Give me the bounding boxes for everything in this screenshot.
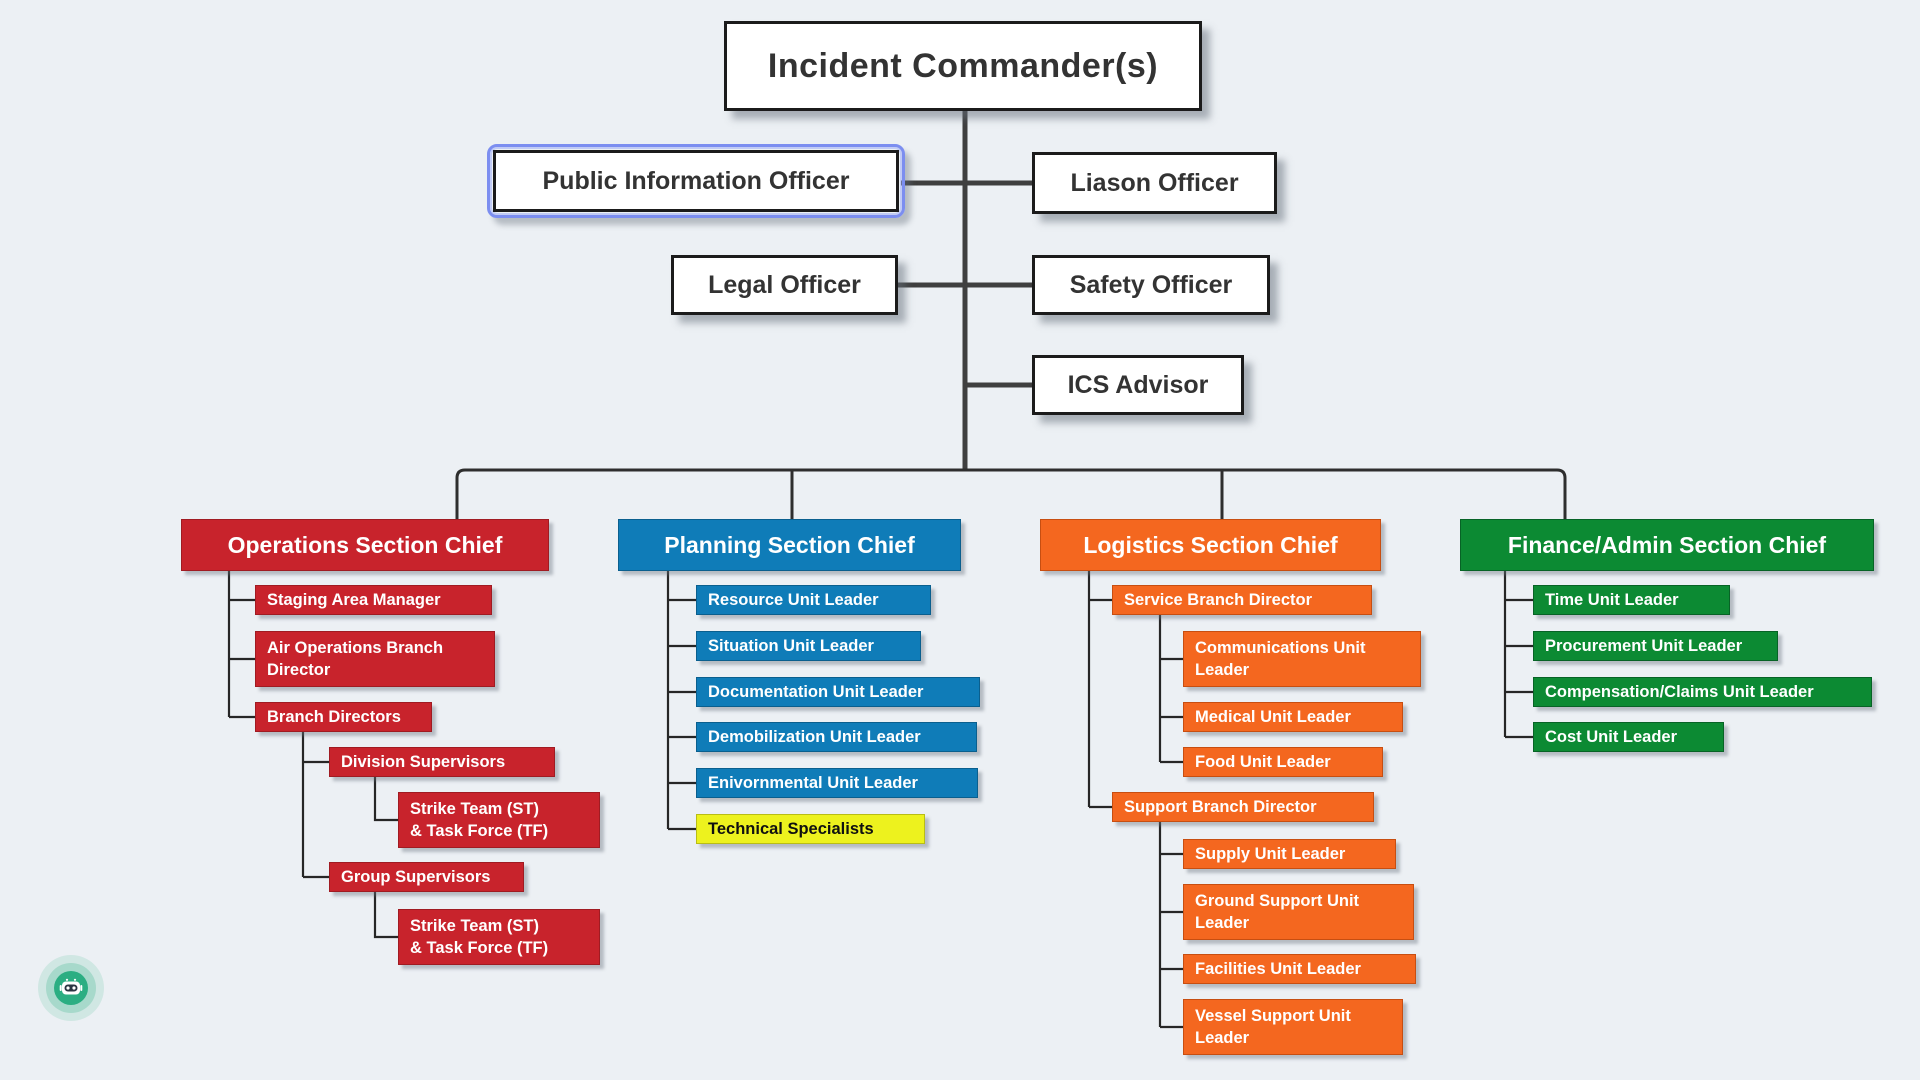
- node-group-supervisors[interactable]: Group Supervisors: [329, 862, 524, 892]
- node-documentation-unit-leader[interactable]: Documentation Unit Leader: [696, 677, 980, 707]
- node-medical-unit-leader[interactable]: Medical Unit Leader: [1183, 702, 1403, 732]
- node-ics-advisor[interactable]: ICS Advisor: [1032, 355, 1244, 415]
- node-demobilization-unit-leader[interactable]: Demobilization Unit Leader: [696, 722, 977, 752]
- node-service-branch-director[interactable]: Service Branch Director: [1112, 585, 1372, 615]
- node-staging-area-manager[interactable]: Staging Area Manager: [255, 585, 492, 615]
- node-compensation-claims-unit-leader[interactable]: Compensation/Claims Unit Leader: [1533, 677, 1872, 707]
- node-food-unit-leader[interactable]: Food Unit Leader: [1183, 747, 1383, 777]
- node-communications-unit-leader[interactable]: Communications Unit Leader: [1183, 631, 1421, 687]
- node-support-branch-director[interactable]: Support Branch Director: [1112, 792, 1374, 822]
- node-cost-unit-leader[interactable]: Cost Unit Leader: [1533, 722, 1724, 752]
- node-facilities-unit-leader[interactable]: Facilities Unit Leader: [1183, 954, 1416, 984]
- node-logistics-section-chief[interactable]: Logistics Section Chief: [1040, 519, 1381, 571]
- node-procurement-unit-leader[interactable]: Procurement Unit Leader: [1533, 631, 1778, 661]
- node-legal-officer[interactable]: Legal Officer: [671, 255, 898, 315]
- node-resource-unit-leader[interactable]: Resource Unit Leader: [696, 585, 931, 615]
- robot-chat-icon: [59, 978, 83, 995]
- node-finance-admin-section-chief[interactable]: Finance/Admin Section Chief: [1460, 519, 1874, 571]
- node-strike-team-task-force-2[interactable]: Strike Team (ST) & Task Force (TF): [398, 909, 600, 965]
- node-safety-officer[interactable]: Safety Officer: [1032, 255, 1270, 315]
- node-incident-commander[interactable]: Incident Commander(s): [724, 21, 1202, 111]
- node-operations-section-chief[interactable]: Operations Section Chief: [181, 519, 549, 571]
- node-situation-unit-leader[interactable]: Situation Unit Leader: [696, 631, 921, 661]
- node-liason-officer[interactable]: Liason Officer: [1032, 152, 1277, 214]
- chat-assistant-button[interactable]: [38, 955, 104, 1021]
- node-time-unit-leader[interactable]: Time Unit Leader: [1533, 585, 1730, 615]
- node-air-operations-branch-director[interactable]: Air Operations Branch Director: [255, 631, 495, 687]
- node-ground-support-unit-leader[interactable]: Ground Support Unit Leader: [1183, 884, 1414, 940]
- node-branch-directors[interactable]: Branch Directors: [255, 702, 432, 732]
- node-technical-specialists[interactable]: Technical Specialists: [696, 814, 925, 844]
- node-public-information-officer[interactable]: Public Information Officer: [493, 150, 899, 212]
- node-vessel-support-unit-leader[interactable]: Vessel Support Unit Leader: [1183, 999, 1403, 1055]
- node-environmental-unit-leader[interactable]: Enivornmental Unit Leader: [696, 768, 978, 798]
- node-division-supervisors[interactable]: Division Supervisors: [329, 747, 555, 777]
- node-supply-unit-leader[interactable]: Supply Unit Leader: [1183, 839, 1396, 869]
- selection-frame[interactable]: Public Information Officer: [487, 144, 905, 218]
- node-planning-section-chief[interactable]: Planning Section Chief: [618, 519, 961, 571]
- node-strike-team-task-force-1[interactable]: Strike Team (ST) & Task Force (TF): [398, 792, 600, 848]
